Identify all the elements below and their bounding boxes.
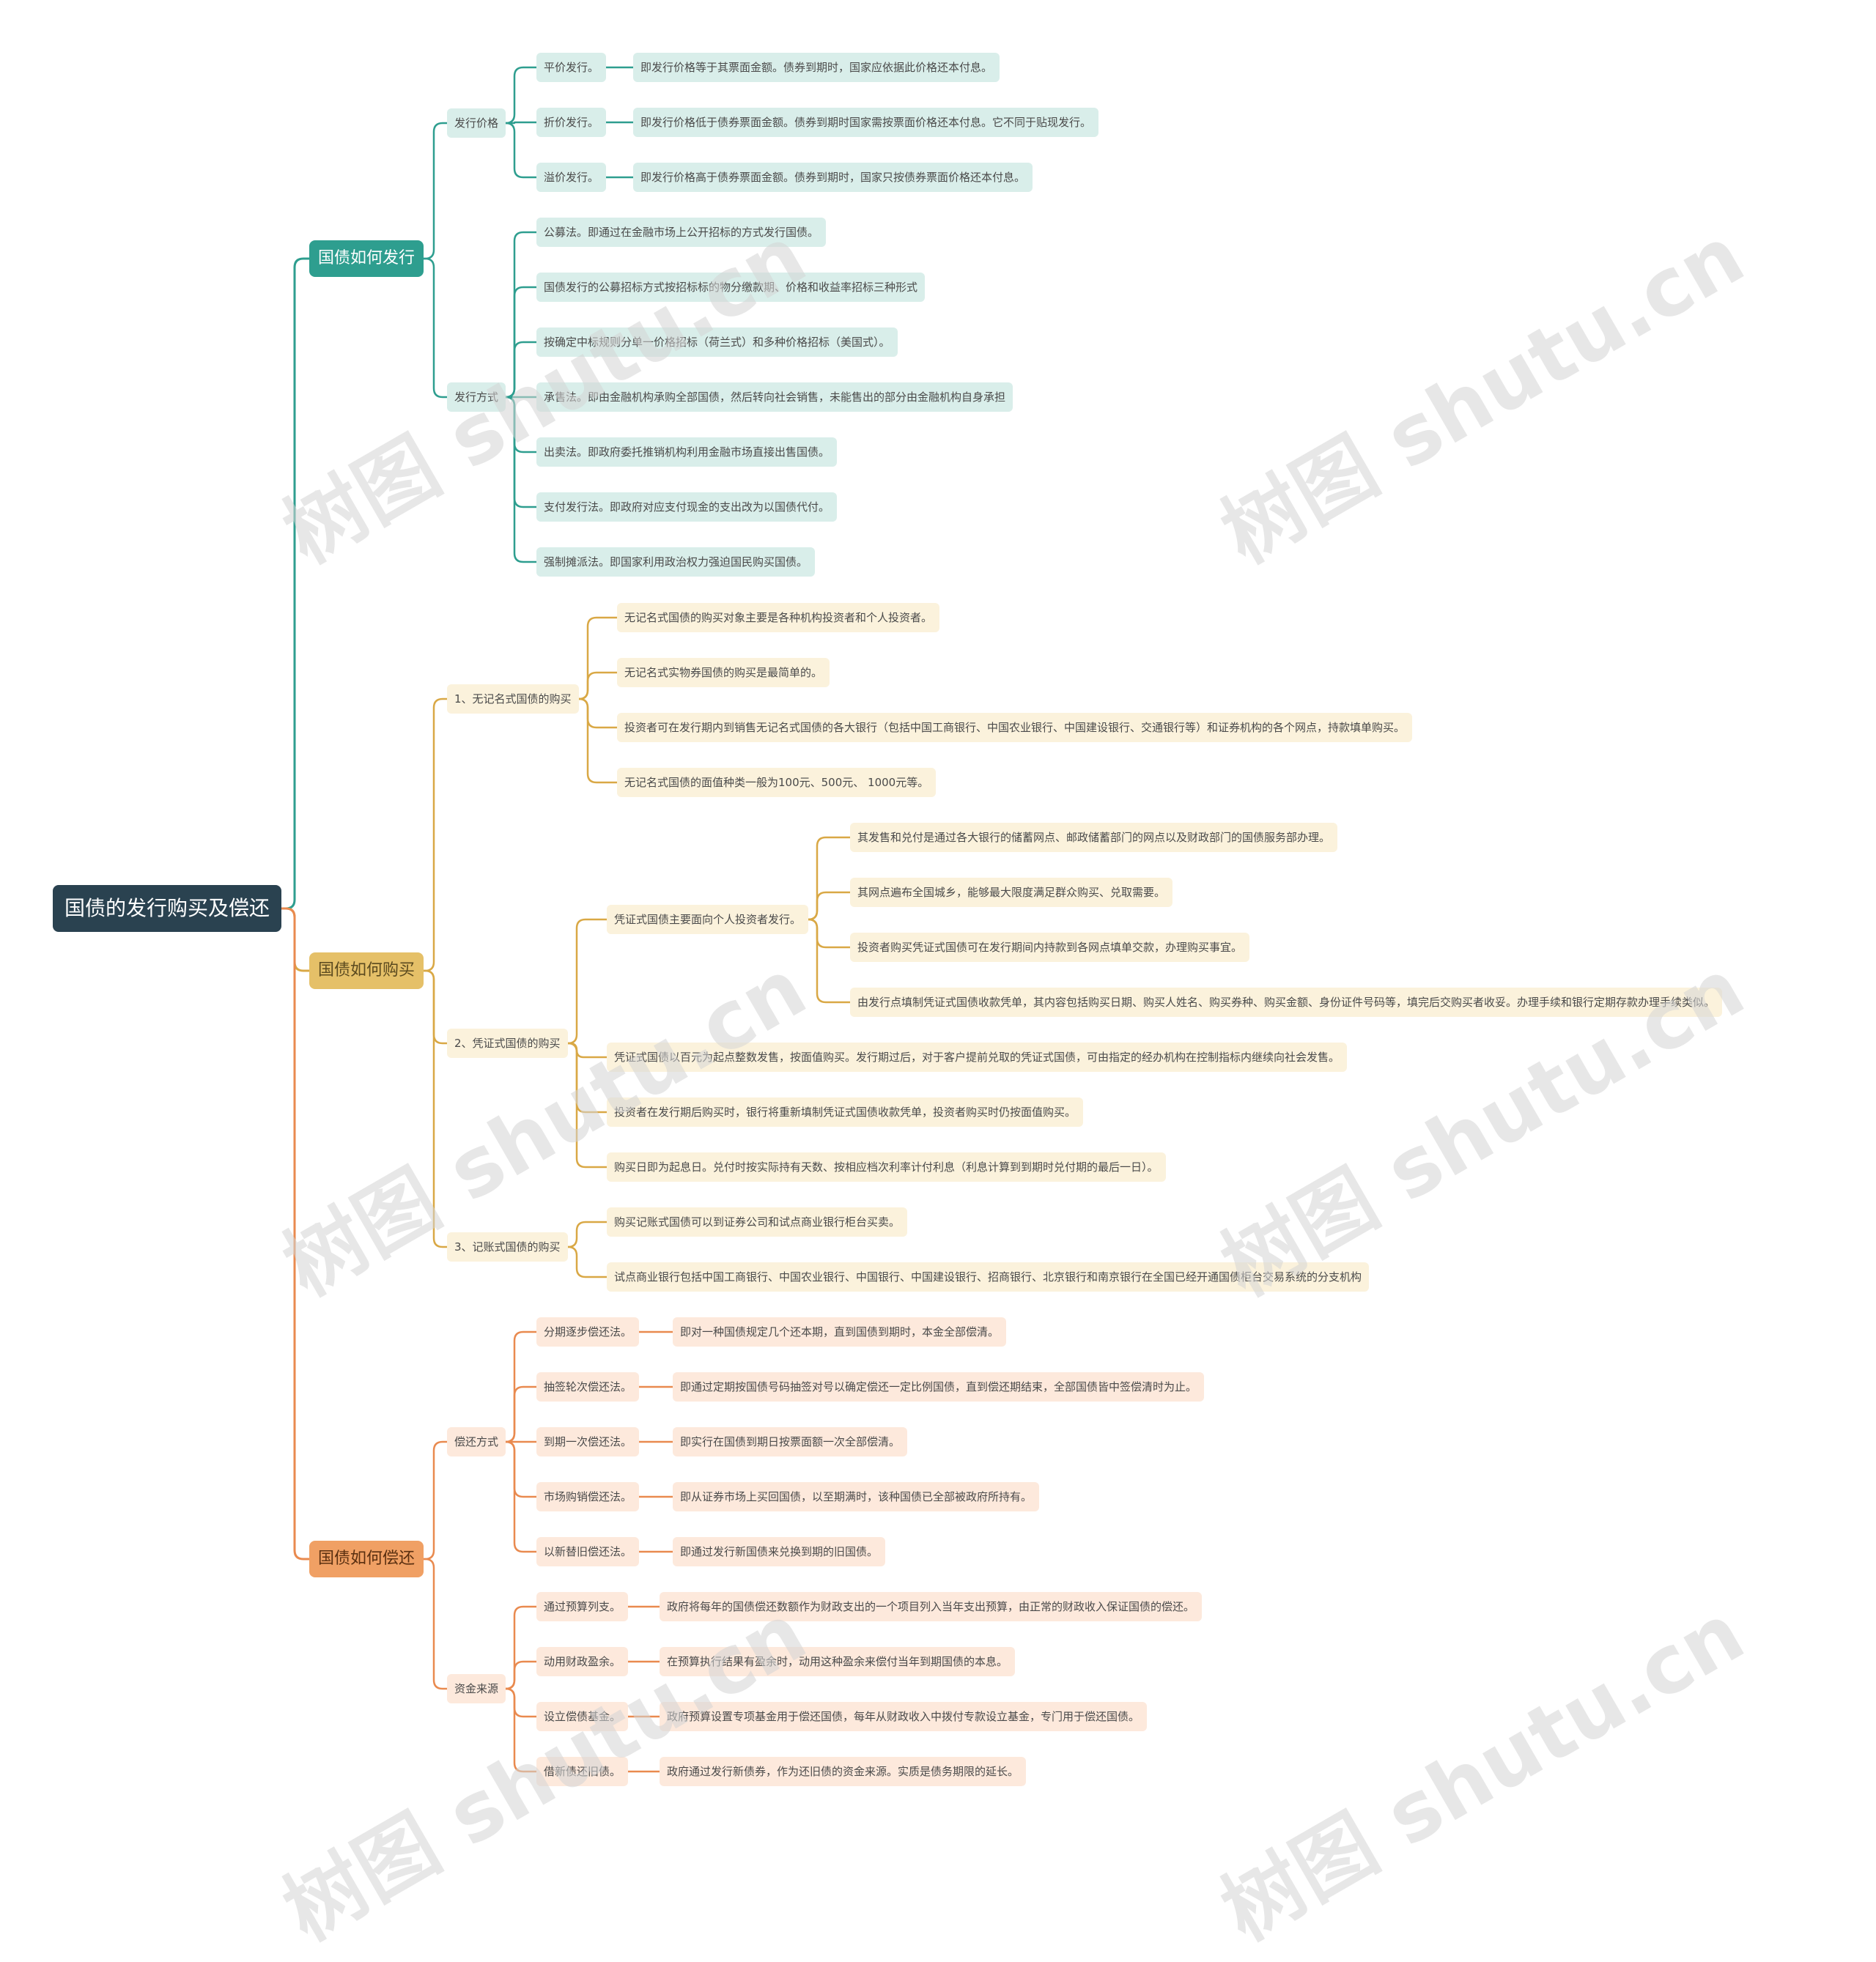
connector-line	[422, 969, 448, 1045]
buy-bearer-item[interactable]: 无记名式国债的面值种类一般为100元、500元、 1000元等。	[617, 768, 937, 797]
repay-source-item[interactable]: 动用财政盈余。	[536, 1647, 629, 1676]
repay-method-item[interactable]: 以新替旧偿还法。	[536, 1537, 640, 1566]
root-topic[interactable]: 国债的发行购买及偿还	[53, 885, 282, 932]
buy-bearer-topic[interactable]: 1、无记名式国债的购买	[447, 684, 579, 714]
buy-certificate-item[interactable]: 购买日即为起息日。兑付时按实际持有天数、按相应档次利率计付利息（利息计算到到期时…	[607, 1152, 1166, 1182]
buy-bearer-item[interactable]: 无记名式国债的购买对象主要是各种机构投资者和个人投资者。	[617, 603, 940, 632]
connector-line	[566, 1221, 608, 1248]
connector-line	[504, 1605, 538, 1690]
connector-lines	[280, 66, 852, 1773]
branch-buy[interactable]: 国债如何购买	[309, 952, 424, 989]
connector-line	[577, 616, 618, 700]
connector-line	[504, 341, 538, 399]
issue-method-item[interactable]: 国债发行的公募招标方式按招标标的物分缴款期、价格和收益率招标三种形式	[536, 273, 926, 302]
connector-line	[807, 918, 852, 1004]
connector-line	[422, 697, 448, 972]
buy-bookentry-topic[interactable]: 3、记账式国债的购买	[447, 1232, 568, 1262]
buy-bearer-item[interactable]: 投资者可在发行期内到销售无记名式国债的各大银行（包括中国工商银行、中国农业银行、…	[617, 713, 1413, 742]
connector-line	[504, 1440, 538, 1498]
buy-certificate-sub-item[interactable]: 由发行点填制凭证式国债收款凭单，其内容包括购买日期、购买人姓名、购买券种、购买金…	[850, 988, 1723, 1017]
buy-bookentry-item[interactable]: 购买记账式国债可以到证券公司和试点商业银行柜台买卖。	[607, 1207, 908, 1237]
buy-certificate-sub-item[interactable]: 其网点遍布全国城乡，能够最大限度满足群众购买、兑取需要。	[850, 878, 1173, 907]
connector-line	[566, 918, 608, 1045]
repay-source-topic[interactable]: 资金来源	[447, 1674, 506, 1703]
connector-line	[422, 1440, 448, 1561]
connector-line	[422, 969, 448, 1248]
repay-source-detail[interactable]: 政府将每年的国债偿还数额作为财政支出的一个项目列入当年支出预算，由正常的财政收入…	[660, 1592, 1203, 1621]
connector-line	[504, 1687, 538, 1718]
connector-line	[577, 671, 618, 700]
repay-method-item[interactable]: 分期逐步偿还法。	[536, 1317, 640, 1347]
issue-price-premium[interactable]: 溢价发行。	[536, 163, 607, 192]
repay-source-detail[interactable]: 政府预算设置专项基金用于偿还国债，每年从财政收入中拨付专款设立基金，专门用于偿还…	[660, 1702, 1148, 1731]
repay-source-detail[interactable]: 政府通过发行新债券，作为还旧债的资金来源。实质是债务期限的延长。	[660, 1757, 1027, 1786]
connector-line	[504, 1385, 538, 1443]
connector-line	[422, 257, 448, 399]
buy-certificate-sub-item[interactable]: 投资者购买凭证式国债可在发行期间内持款到各网点填单交款，办理购买事宜。	[850, 933, 1250, 962]
connector-line	[807, 918, 852, 949]
connector-line	[504, 231, 538, 399]
connector-line	[807, 836, 852, 921]
connector-line	[504, 1440, 538, 1553]
buy-certificate-item[interactable]: 凭证式国债以百元为起点整数发售，按面值购买。发行期过后，对于客户提前兑取的凭证式…	[607, 1043, 1348, 1072]
repay-source-item[interactable]: 借新债还旧债。	[536, 1757, 629, 1786]
issue-method-item[interactable]: 支付发行法。即政府对应支付现金的支出改为以国债代付。	[536, 492, 838, 522]
connector-line	[504, 1687, 538, 1773]
issue-method-item[interactable]: 强制摊派法。即国家利用政治权力强迫国民购买国债。	[536, 547, 816, 577]
connector-line	[504, 121, 538, 125]
connector-line	[504, 122, 538, 179]
connector-line	[422, 1558, 448, 1690]
repay-source-item[interactable]: 设立偿债基金。	[536, 1702, 629, 1731]
connector-line	[280, 907, 311, 1561]
issue-price-discount[interactable]: 折价发行。	[536, 108, 607, 137]
buy-certificate-target[interactable]: 凭证式国债主要面向个人投资者发行。	[607, 905, 809, 934]
issue-price-discount-detail[interactable]: 即发行价格低于债券票面金额。债券到期时国家需按票面价格还本付息。它不同于贴现发行…	[633, 108, 1099, 137]
repay-method-detail[interactable]: 即通过发行新国债来兑换到期的旧国债。	[673, 1537, 886, 1566]
issue-price-premium-detail[interactable]: 即发行价格高于债券票面金额。债券到期时，国家只按债券票面价格还本付息。	[633, 163, 1033, 192]
connector-line	[504, 396, 538, 454]
repay-method-item[interactable]: 市场购销偿还法。	[536, 1482, 640, 1511]
connector-line	[504, 396, 538, 563]
issue-method-item[interactable]: 出卖法。即政府委托推销机构利用金融市场直接出售国债。	[536, 437, 838, 467]
issue-method-item[interactable]: 公募法。即通过在金融市场上公开招标的方式发行国债。	[536, 218, 827, 247]
issue-method-item[interactable]: 按确定中标规则分单一价格招标（荷兰式）和多种价格招标（美国式）。	[536, 327, 898, 357]
repay-source-detail[interactable]: 在预算执行结果有盈余时，动用这种盈余来偿付当年到期国债的本息。	[660, 1647, 1016, 1676]
buy-certificate-topic[interactable]: 2、凭证式国债的购买	[447, 1029, 568, 1058]
repay-method-detail[interactable]: 即对一种国债规定几个还本期，直到国债到期时，本金全部偿清。	[673, 1317, 1007, 1347]
repay-method-topic[interactable]: 偿还方式	[447, 1427, 506, 1456]
connector-line	[280, 257, 311, 910]
repay-method-item[interactable]: 抽签轮次偿还法。	[536, 1372, 640, 1402]
buy-certificate-item[interactable]: 投资者在发行期后购买时，银行将重新填制凭证式国债收款凭单，投资者购买时仍按面值购…	[607, 1097, 1084, 1127]
connector-line	[566, 1042, 608, 1169]
connector-line	[577, 697, 618, 729]
buy-certificate-sub-item[interactable]: 其发售和兑付是通过各大银行的储蓄网点、邮政储蓄部门的网点以及财政部门的国债服务部…	[850, 823, 1338, 852]
repay-method-detail[interactable]: 即通过定期按国债号码抽签对号以确定偿还一定比例国债，直到偿还期结束，全部国债皆中…	[673, 1372, 1205, 1402]
connector-line	[566, 1245, 608, 1278]
repay-method-detail[interactable]: 即从证券市场上买回国债，以至期满时，该种国债已全部被政府所持有。	[673, 1482, 1040, 1511]
buy-bearer-item[interactable]: 无记名式实物券国债的购买是最简单的。	[617, 658, 830, 687]
buy-bookentry-item[interactable]: 试点商业银行包括中国工商银行、中国农业银行、中国银行、中国建设银行、招商银行、北…	[607, 1262, 1370, 1292]
connector-line	[566, 1042, 608, 1114]
repay-method-detail[interactable]: 即实行在国债到期日按票面额一次全部偿清。	[673, 1427, 908, 1456]
repay-source-item[interactable]: 通过预算列支。	[536, 1592, 629, 1621]
connector-line	[504, 66, 538, 125]
issue-price-par[interactable]: 平价发行。	[536, 53, 607, 82]
branch-issue[interactable]: 国债如何发行	[309, 240, 424, 277]
issue-price-par-detail[interactable]: 即发行价格等于其票面金额。债券到期时，国家应依据此价格还本付息。	[633, 53, 1000, 82]
connector-line	[577, 697, 618, 784]
connector-line	[807, 891, 852, 921]
repay-method-item[interactable]: 到期一次偿还法。	[536, 1427, 640, 1456]
issue-method-item[interactable]: 承售法。即由金融机构承购全部国债，然后转向社会销售，未能售出的部分由金融机构自身…	[536, 382, 1013, 412]
connector-line	[504, 1660, 538, 1690]
issue-price-topic[interactable]: 发行价格	[447, 108, 506, 138]
branch-repay[interactable]: 国债如何偿还	[309, 1541, 424, 1577]
connector-line	[422, 122, 448, 260]
issue-method-topic[interactable]: 发行方式	[447, 382, 506, 412]
